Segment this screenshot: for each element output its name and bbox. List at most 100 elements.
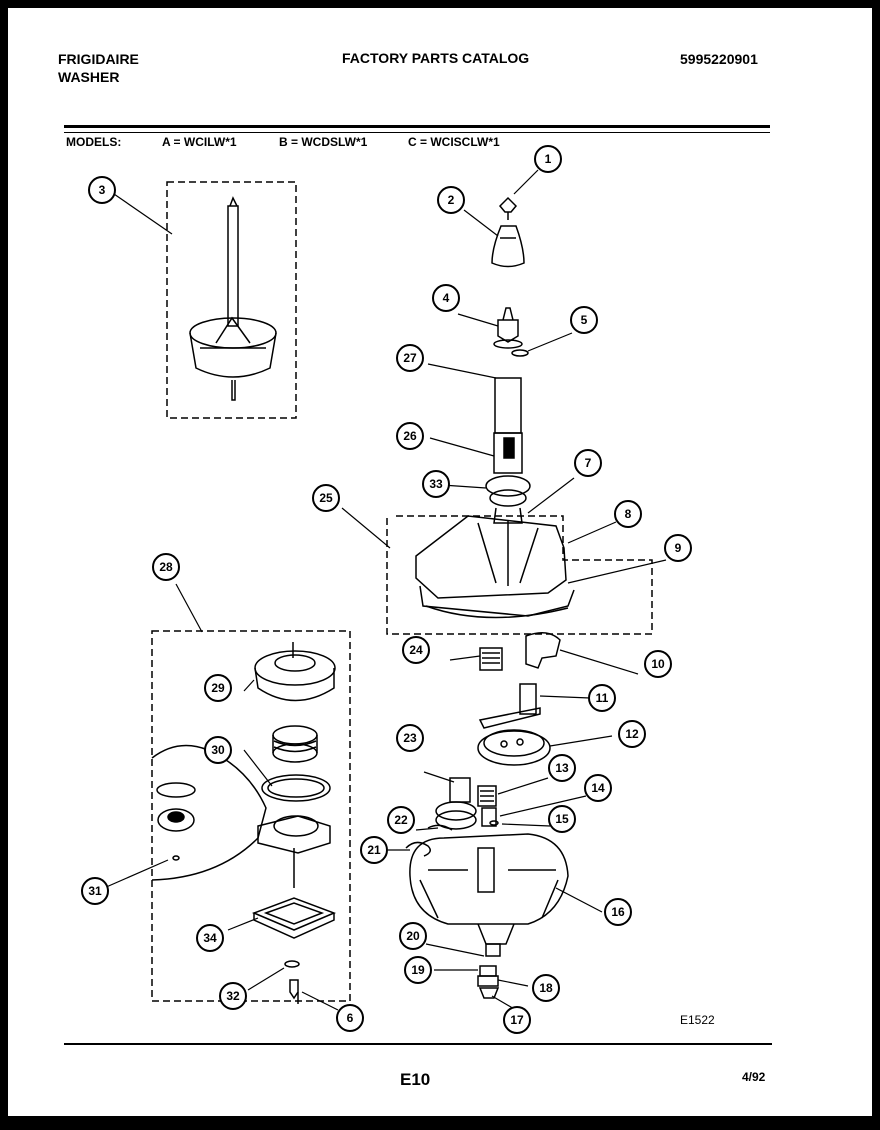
- svg-text:20: 20: [406, 929, 420, 943]
- bearing-housing: [257, 815, 331, 854]
- svg-text:17: 17: [510, 1013, 524, 1027]
- svg-text:12: 12: [625, 727, 639, 741]
- ring-5: [511, 349, 529, 357]
- group-box-28: [151, 630, 351, 1002]
- callout-20: 20: [399, 922, 427, 950]
- svg-text:30: 30: [211, 743, 225, 757]
- svg-text:6: 6: [347, 1011, 354, 1025]
- svg-text:8: 8: [625, 507, 632, 521]
- callout-9: 9: [664, 534, 692, 562]
- spring-21: [405, 841, 431, 857]
- model-b: B = WCDSLW*1: [279, 135, 368, 149]
- clamp-17: [478, 987, 500, 999]
- clip-22: [427, 824, 453, 831]
- gearcase-cover-25: [415, 515, 575, 619]
- svg-text:28: 28: [159, 560, 173, 574]
- retaining-ring: [156, 782, 196, 798]
- callout-19: 19: [404, 956, 432, 984]
- pin-14: [481, 807, 497, 827]
- svg-text:27: 27: [403, 351, 417, 365]
- svg-text:5: 5: [581, 313, 588, 327]
- callout-22: 22: [387, 806, 415, 834]
- callout-16: 16: [604, 898, 632, 926]
- screw-1: [498, 196, 518, 220]
- svg-text:25: 25: [319, 491, 333, 505]
- callout-30: 30: [204, 736, 232, 764]
- seal-29: [254, 650, 336, 686]
- svg-text:14: 14: [591, 781, 605, 795]
- callout-2: 2: [437, 186, 465, 214]
- callout-25: 25: [312, 484, 340, 512]
- svg-text:19: 19: [411, 963, 425, 977]
- model-a: A = WCILW*1: [162, 135, 237, 149]
- svg-text:34: 34: [203, 931, 217, 945]
- callout-11: 11: [588, 684, 616, 712]
- callout-12: 12: [618, 720, 646, 748]
- svg-text:11: 11: [596, 691, 609, 705]
- product-type: WASHER: [58, 69, 120, 85]
- brand-block: FRIGIDAIRE WASHER: [58, 50, 139, 86]
- callout-31: 31: [81, 877, 109, 905]
- exploded-parts-diagram: 1 2 3 4 5 6 7 8 9 10 11 12 13 14 15 16 1…: [81, 145, 692, 1034]
- seal-26: [493, 432, 523, 474]
- svg-text:21: 21: [367, 843, 381, 857]
- svg-text:7: 7: [585, 456, 592, 470]
- svg-text:32: 32: [226, 989, 240, 1003]
- callout-14: 14: [584, 774, 612, 802]
- callout-15: 15: [548, 805, 576, 833]
- detail-31-outline: [151, 744, 267, 881]
- callout-10: 10: [644, 650, 672, 678]
- svg-text:13: 13: [555, 761, 569, 775]
- gear-13: [477, 785, 497, 807]
- catalog-number: 5995220901: [680, 51, 758, 67]
- svg-text:4: 4: [443, 291, 450, 305]
- callout-8: 8: [614, 500, 642, 528]
- revision-date: 4/92: [742, 1070, 766, 1084]
- o-ring-30: [261, 774, 331, 802]
- callout-28: 28: [152, 553, 180, 581]
- shaft-top-4: [497, 307, 519, 343]
- svg-text:31: 31: [88, 884, 102, 898]
- cam-10: [525, 632, 561, 669]
- gearcase-16: [409, 833, 569, 945]
- svg-text:23: 23: [403, 731, 417, 745]
- parts-catalog-page: FRIGIDAIRE WASHER FACTORY PARTS CATALOG …: [8, 8, 872, 1116]
- callout-34: 34: [196, 924, 224, 952]
- coupling-20: [485, 943, 501, 957]
- callout-23: 23: [396, 724, 424, 752]
- svg-text:15: 15: [555, 812, 569, 826]
- svg-text:33: 33: [429, 477, 443, 491]
- svg-text:26: 26: [403, 429, 417, 443]
- svg-text:2: 2: [448, 193, 455, 207]
- callout-21: 21: [360, 836, 388, 864]
- header-rule-thin: [64, 132, 770, 133]
- svg-text:9: 9: [675, 541, 682, 555]
- bolt-19: [479, 965, 497, 977]
- group-box-25: [386, 515, 653, 635]
- bearing-31: [157, 808, 195, 832]
- callout-32: 32: [219, 982, 247, 1010]
- washer-15: [489, 820, 499, 826]
- transmission-assembly-3: [189, 196, 277, 401]
- callout-3: 3: [88, 176, 116, 204]
- footer-rule: [64, 1043, 772, 1045]
- callout-6: 6: [336, 1004, 364, 1032]
- callout-1: 1: [534, 145, 562, 173]
- callout-33: 33: [422, 470, 450, 498]
- diagram-code: E1522: [680, 1013, 715, 1027]
- callout-29: 29: [204, 674, 232, 702]
- header-rule-thick: [64, 125, 770, 128]
- callout-18: 18: [532, 974, 560, 1002]
- svg-text:10: 10: [651, 657, 665, 671]
- bearing-33: [485, 475, 531, 497]
- svg-text:1: 1: [545, 152, 552, 166]
- svg-text:24: 24: [409, 643, 423, 657]
- callout-24: 24: [402, 636, 430, 664]
- callout-7: 7: [574, 449, 602, 477]
- seal-kit-28: [251, 642, 337, 1004]
- group-box-3: [166, 181, 297, 419]
- callout-27: 27: [396, 344, 424, 372]
- callout-4: 4: [432, 284, 460, 312]
- svg-text:3: 3: [99, 183, 106, 197]
- svg-text:29: 29: [211, 681, 225, 695]
